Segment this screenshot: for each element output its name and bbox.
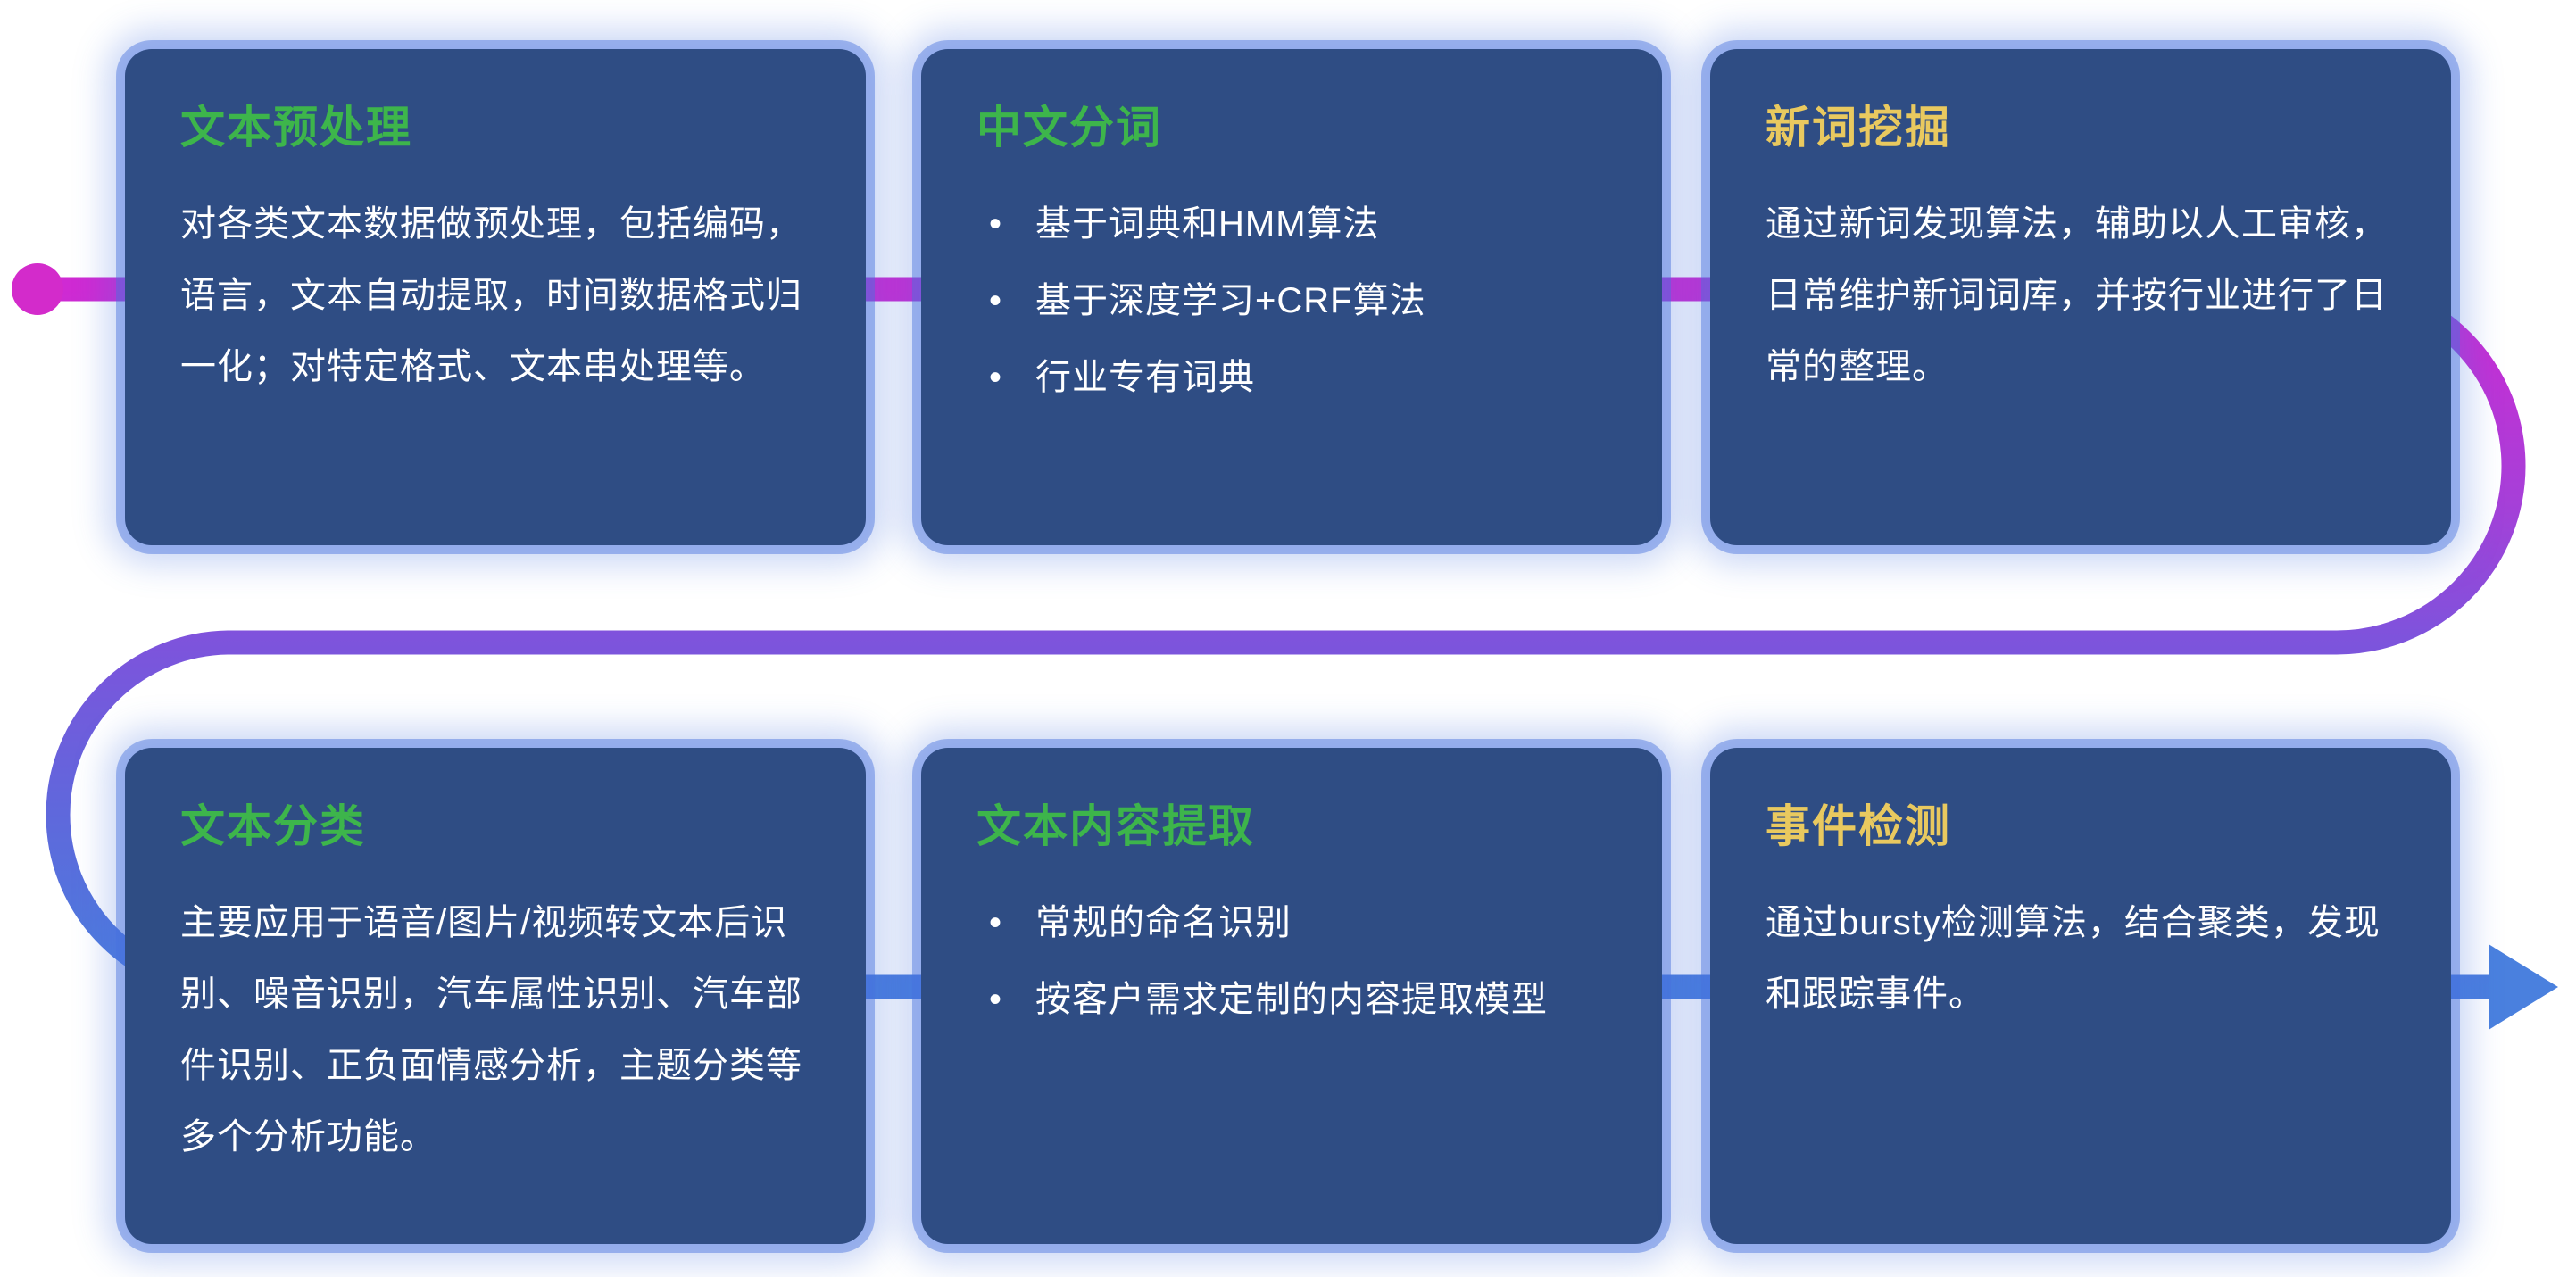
card-body: 对各类文本数据做预处理，包括编码，语言，文本自动提取，时间数据格式归一化；对特定… bbox=[180, 204, 802, 386]
flow-path bbox=[37, 277, 2526, 999]
card-event-detection: 事件检测 通过bursty检测算法，结合聚类，发现和跟踪事件。 bbox=[1710, 748, 2451, 1244]
bullet-item: 基于词典和HMM算法 bbox=[976, 188, 1607, 260]
card-chinese-word-segmentation: 中文分词 基于词典和HMM算法 基于深度学习+CRF算法 行业专有词典 bbox=[921, 49, 1662, 545]
card-title: 文本分类 bbox=[180, 801, 366, 851]
bullet-item: 按客户需求定制的内容提取模型 bbox=[976, 964, 1607, 1035]
bullet-item: 行业专有词典 bbox=[976, 342, 1607, 413]
arrow-right-icon bbox=[2489, 944, 2558, 1030]
card-title: 文本预处理 bbox=[180, 103, 412, 153]
card-new-word-mining: 新词挖掘 通过新词发现算法，辅助以人工审核，日常维护新词词库，并按行业进行了日常… bbox=[1710, 49, 2451, 545]
flow-start-dot bbox=[12, 263, 63, 315]
card-body: 通过bursty检测算法，结合聚类，发现和跟踪事件。 bbox=[1766, 903, 2381, 1014]
bullet-item: 常规的命名识别 bbox=[976, 887, 1607, 958]
card-text-preprocessing: 文本预处理 对各类文本数据做预处理，包括编码，语言，文本自动提取，时间数据格式归… bbox=[125, 49, 866, 545]
card-text-classification: 文本分类 主要应用于语音/图片/视频转文本后识别、噪音识别，汽车属性识别、汽车部… bbox=[125, 748, 866, 1244]
card-title: 新词挖掘 bbox=[1766, 103, 1951, 153]
card-title: 文本内容提取 bbox=[976, 801, 1255, 851]
card-bullet-list: 常规的命名识别 按客户需求定制的内容提取模型 bbox=[976, 887, 1607, 1035]
bullet-item: 基于深度学习+CRF算法 bbox=[976, 265, 1607, 336]
card-text-content-extraction: 文本内容提取 常规的命名识别 按客户需求定制的内容提取模型 bbox=[921, 748, 1662, 1244]
card-body: 通过新词发现算法，辅助以人工审核，日常维护新词词库，并按行业进行了日常的整理。 bbox=[1766, 204, 2388, 386]
card-body: 主要应用于语音/图片/视频转文本后识别、噪音识别，汽车属性识别、汽车部件识别、正… bbox=[180, 903, 802, 1157]
card-title: 事件检测 bbox=[1766, 801, 1951, 851]
card-title: 中文分词 bbox=[976, 103, 1162, 153]
card-bullet-list: 基于词典和HMM算法 基于深度学习+CRF算法 行业专有词典 bbox=[976, 188, 1607, 413]
